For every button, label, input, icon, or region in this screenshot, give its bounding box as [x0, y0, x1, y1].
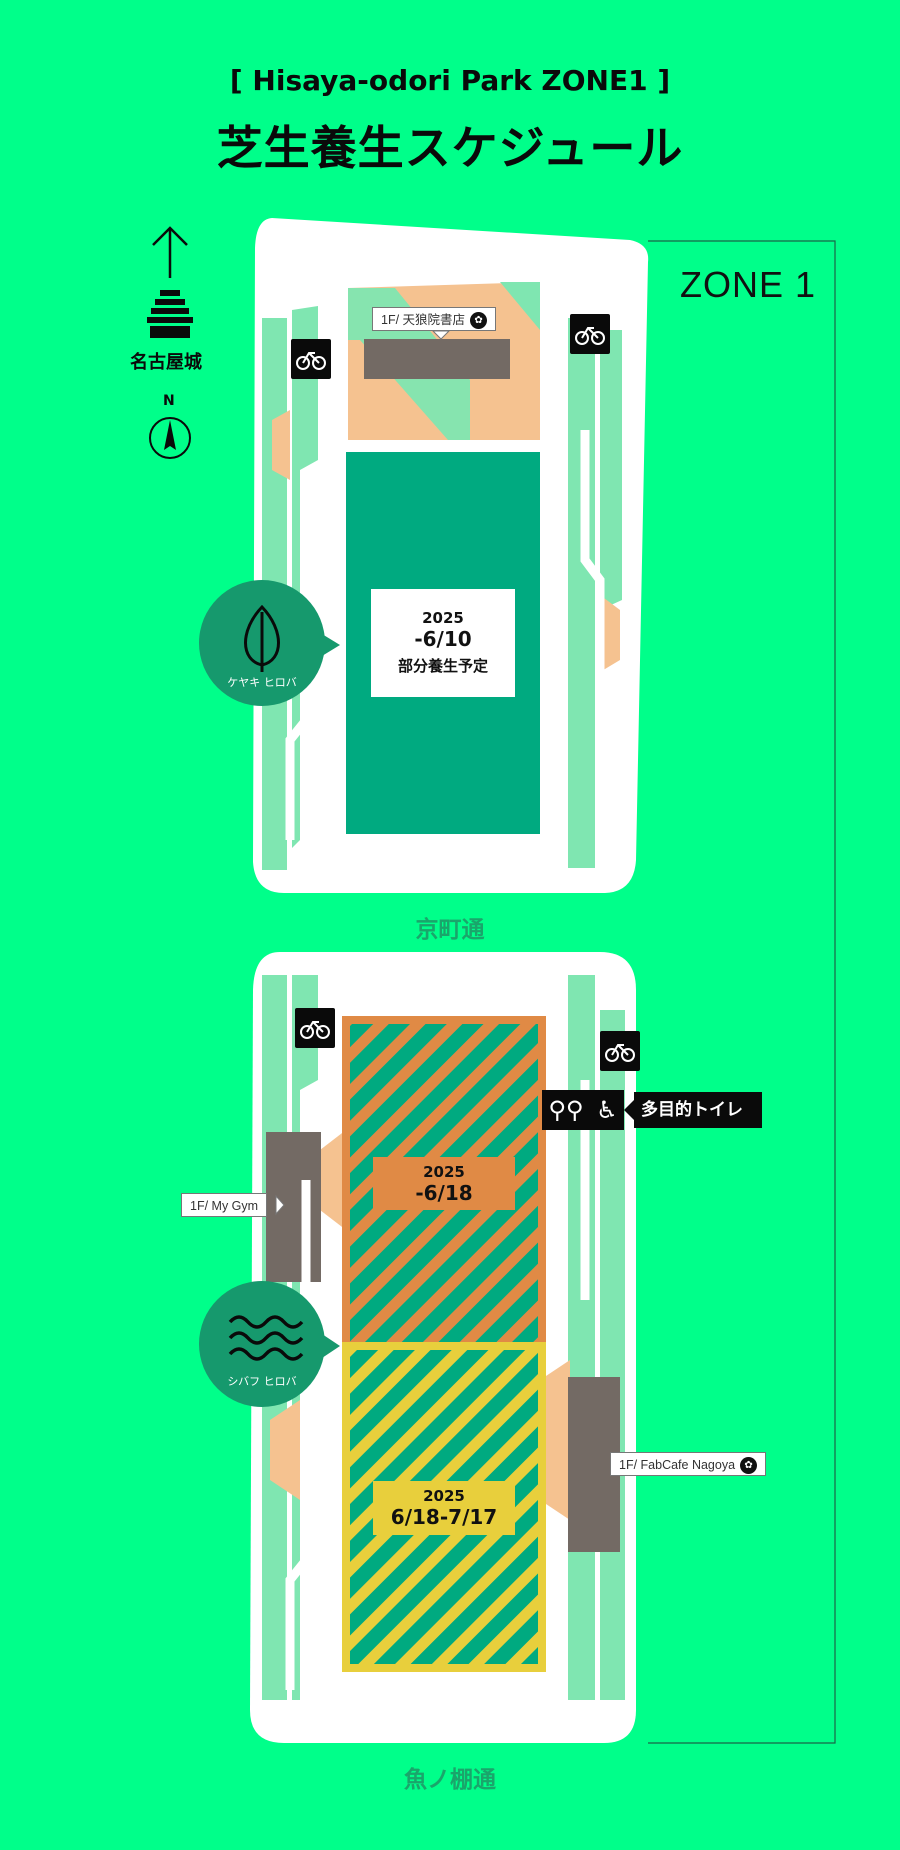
- shop-tag-fabcafe[interactable]: 1F/ FabCafe Nagoya✿: [610, 1452, 767, 1476]
- shop-tag-mygym[interactable]: 1F/ My Gym: [181, 1193, 268, 1217]
- bicycle-icon[interactable]: [570, 314, 610, 354]
- castle-icon: [147, 290, 193, 338]
- page-title: 芝生養生スケジュール: [216, 121, 684, 175]
- bicycle-icon[interactable]: [600, 1031, 640, 1071]
- page-subtitle: [ Hisaya-odori Park ZONE1 ]: [229, 64, 671, 97]
- keyaki-plaza-marker: [199, 580, 340, 706]
- toilet-icon: ⚲⚲: [548, 1096, 584, 1124]
- up-arrow-icon: [152, 226, 188, 278]
- zone-label: ZONE 1: [680, 264, 817, 305]
- paw-icon: ✿: [740, 1457, 758, 1475]
- south-block: [250, 952, 636, 1743]
- castle-label: 名古屋城: [130, 352, 202, 373]
- street-uonotana: 魚ノ棚通: [404, 1767, 496, 1793]
- schedule-south-lower: 2025 6/18-7/17: [373, 1481, 515, 1535]
- bicycle-icon[interactable]: [291, 339, 331, 379]
- wheelchair-icon: ♿: [596, 1096, 618, 1124]
- shop-tag-tenro[interactable]: 1F/ 天狼院書店✿: [372, 307, 497, 331]
- schedule-north: 2025 -6/10 部分養生予定: [371, 589, 515, 697]
- mygym-building: [266, 1132, 321, 1282]
- schedule-south-upper: 2025 -6/18: [373, 1157, 515, 1210]
- paw-icon: ✿: [470, 312, 488, 330]
- leaf-icon: [244, 604, 280, 672]
- tenro-building: [364, 339, 510, 379]
- north-label: N: [163, 393, 175, 409]
- zone-bracket: [648, 240, 836, 1744]
- shibafu-plaza-marker: [199, 1281, 340, 1407]
- compass-icon: [149, 417, 191, 459]
- shibafu-plaza-label: シバフ ヒロバ: [227, 1375, 297, 1388]
- north-block: [253, 218, 649, 893]
- waves-icon: [228, 1315, 304, 1361]
- toilet-facility[interactable]: ⚲⚲ ♿: [542, 1090, 624, 1130]
- street-kyomachi: 京町通: [415, 917, 485, 943]
- toilet-label: 多目的トイレ: [634, 1092, 762, 1128]
- bicycle-icon[interactable]: [295, 1008, 335, 1048]
- keyaki-plaza-label: ケヤキ ヒロバ: [227, 676, 297, 689]
